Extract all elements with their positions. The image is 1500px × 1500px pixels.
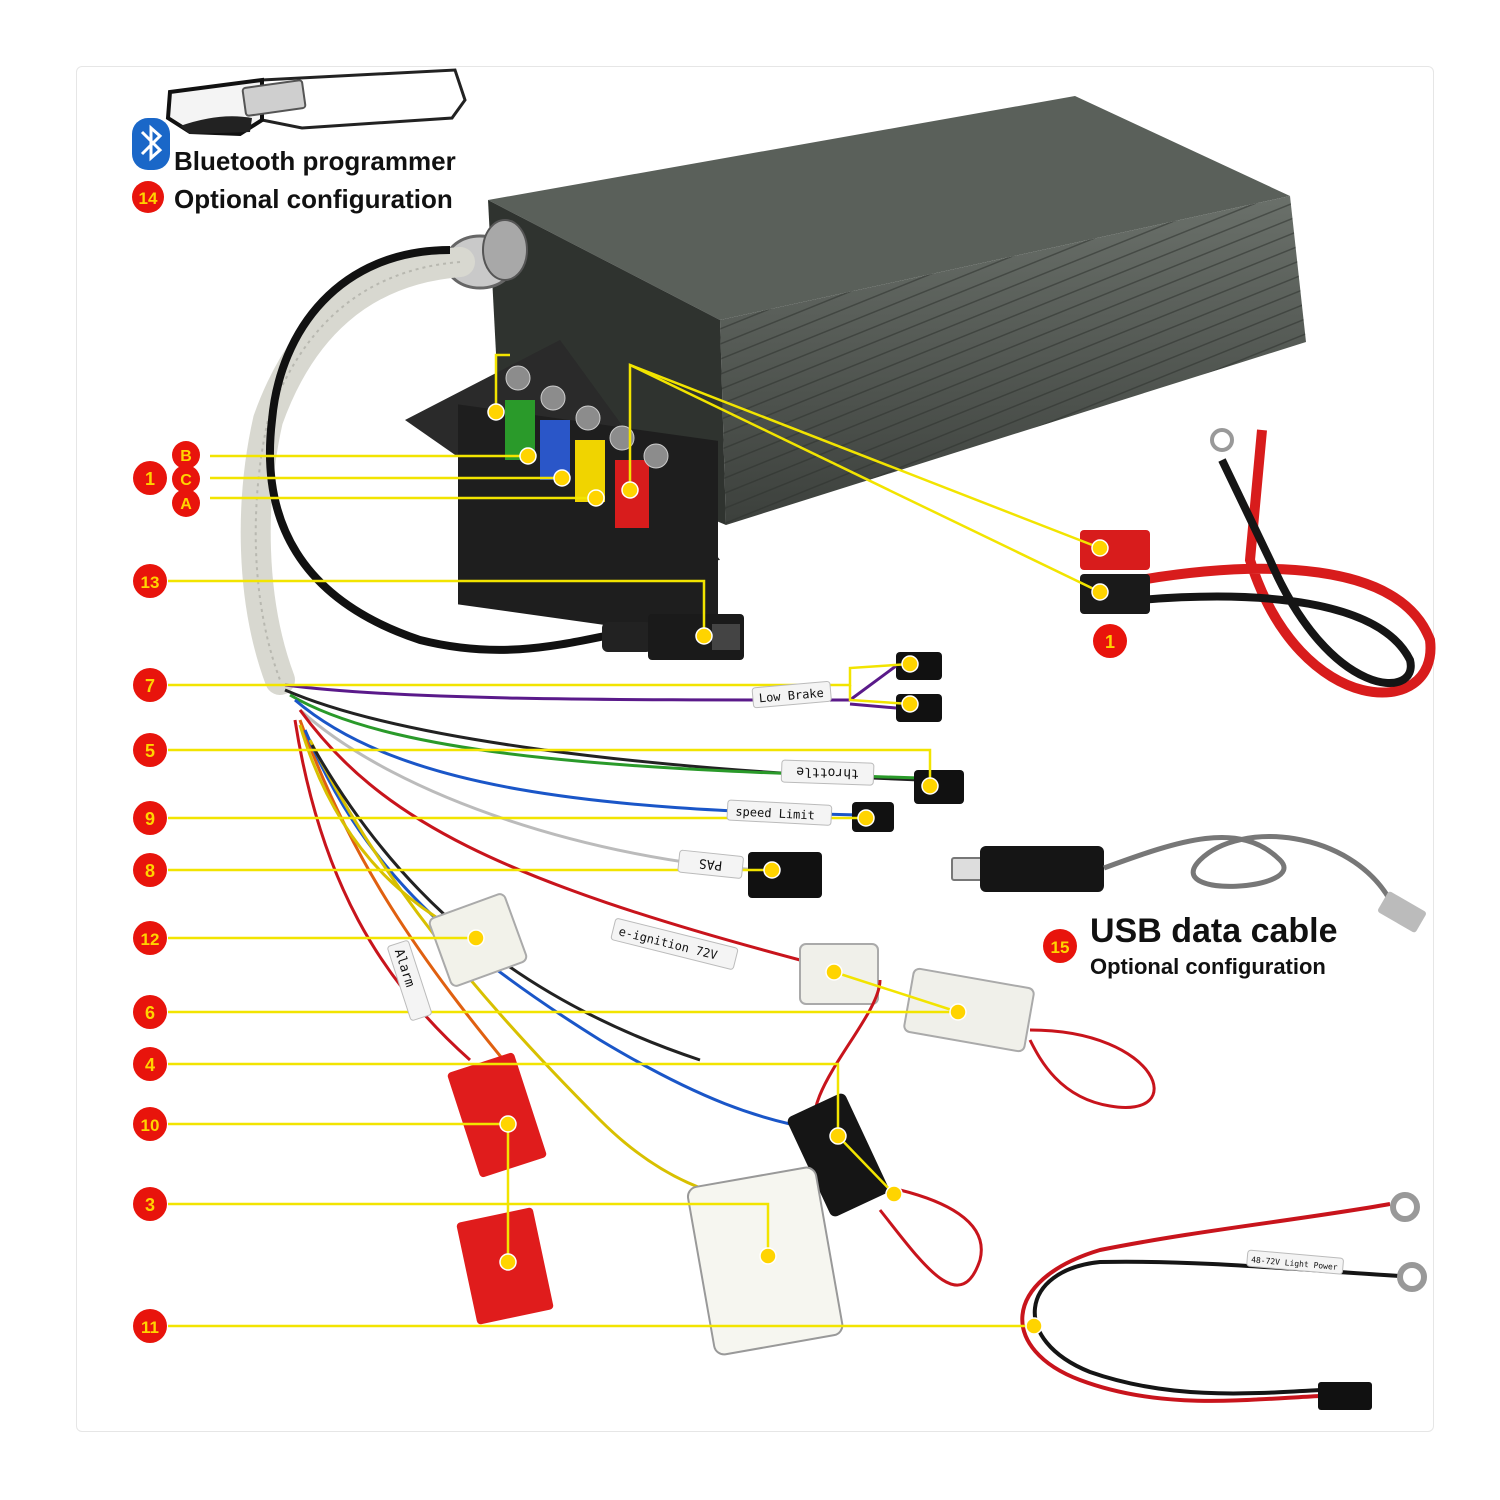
battery-connector — [1080, 428, 1436, 698]
usb-cable-note: Optional configuration — [1090, 954, 1326, 979]
hall-connector — [787, 1093, 983, 1287]
svg-text:9: 9 — [145, 809, 155, 829]
svg-text:14: 14 — [139, 189, 158, 208]
leader-dots — [467, 403, 1109, 1335]
svg-text:C: C — [180, 472, 192, 489]
svg-text:5: 5 — [145, 741, 155, 761]
svg-text:7: 7 — [145, 676, 155, 696]
badge-5: 5 — [133, 733, 167, 767]
badge-1-battery: 1 — [1093, 624, 1127, 658]
badge-9: 9 — [133, 801, 167, 835]
badge-11: 11 — [133, 1309, 167, 1343]
badge-3: 3 — [133, 1187, 167, 1221]
usb-cable-title: USB data cable — [1090, 912, 1338, 950]
wire-label-light-power: 48-72V Light Power — [1246, 1249, 1344, 1275]
badge-6: 6 — [133, 995, 167, 1029]
svg-text:throttle: throttle — [796, 764, 859, 781]
svg-text:4: 4 — [145, 1055, 155, 1075]
svg-text:15: 15 — [1051, 938, 1070, 957]
controller-housing — [405, 96, 1306, 641]
svg-text:1: 1 — [145, 469, 155, 489]
bluetooth-note: Optional configuration — [174, 184, 453, 214]
bluetooth-title: Bluetooth programmer — [174, 146, 456, 176]
svg-text:6: 6 — [145, 1003, 155, 1023]
bluetooth-dongle — [165, 68, 467, 137]
badge-8: 8 — [133, 853, 167, 887]
svg-text:Low Brake: Low Brake — [758, 686, 824, 706]
phase-letter-b: B — [172, 441, 200, 469]
svg-text:PAS: PAS — [698, 855, 723, 872]
anderson-black — [1080, 574, 1150, 614]
badge-14: 14 — [132, 181, 164, 213]
ignition-connectors — [799, 943, 1156, 1141]
wire-label-low-brake: Low Brake — [751, 680, 832, 709]
leader-lines — [168, 353, 1101, 1328]
phase-letter-a: A — [172, 489, 200, 517]
badge-13: 13 — [133, 564, 167, 598]
anderson-red — [1080, 530, 1150, 570]
wire-label-throttle: throttle — [780, 759, 875, 786]
badge-12: 12 — [133, 921, 167, 955]
svg-text:12: 12 — [141, 930, 160, 949]
svg-text:8: 8 — [145, 861, 155, 881]
svg-text:13: 13 — [141, 573, 160, 592]
svg-text:1: 1 — [1105, 632, 1115, 652]
usb-data-cable — [951, 834, 1426, 933]
badge-7: 7 — [133, 668, 167, 702]
pas-connector — [748, 852, 822, 898]
svg-text:10: 10 — [141, 1116, 160, 1135]
light-power-cable — [1020, 1192, 1427, 1410]
bluetooth-icon — [132, 118, 170, 170]
wire-label-pas: PAS — [677, 849, 744, 879]
phase-letter-c: C — [172, 465, 200, 493]
svg-text:A: A — [180, 496, 192, 513]
svg-text:3: 3 — [145, 1195, 155, 1215]
badge-1-phase: 1 — [133, 461, 167, 495]
svg-text:B: B — [180, 448, 192, 465]
badge-10: 10 — [133, 1107, 167, 1141]
wire-label-speed-limit: speed Limit — [726, 799, 833, 826]
svg-text:11: 11 — [141, 1318, 159, 1337]
badge-4: 4 — [133, 1047, 167, 1081]
badge-15: 15 — [1043, 929, 1077, 963]
wire-label-alarm: Alarm — [387, 940, 432, 1021]
svg-text:speed Limit: speed Limit — [735, 804, 815, 822]
low-brake-connectors — [849, 652, 942, 722]
main-cables — [240, 246, 611, 695]
red-connector-10 — [447, 1052, 547, 1178]
frame-border — [76, 66, 1434, 1432]
